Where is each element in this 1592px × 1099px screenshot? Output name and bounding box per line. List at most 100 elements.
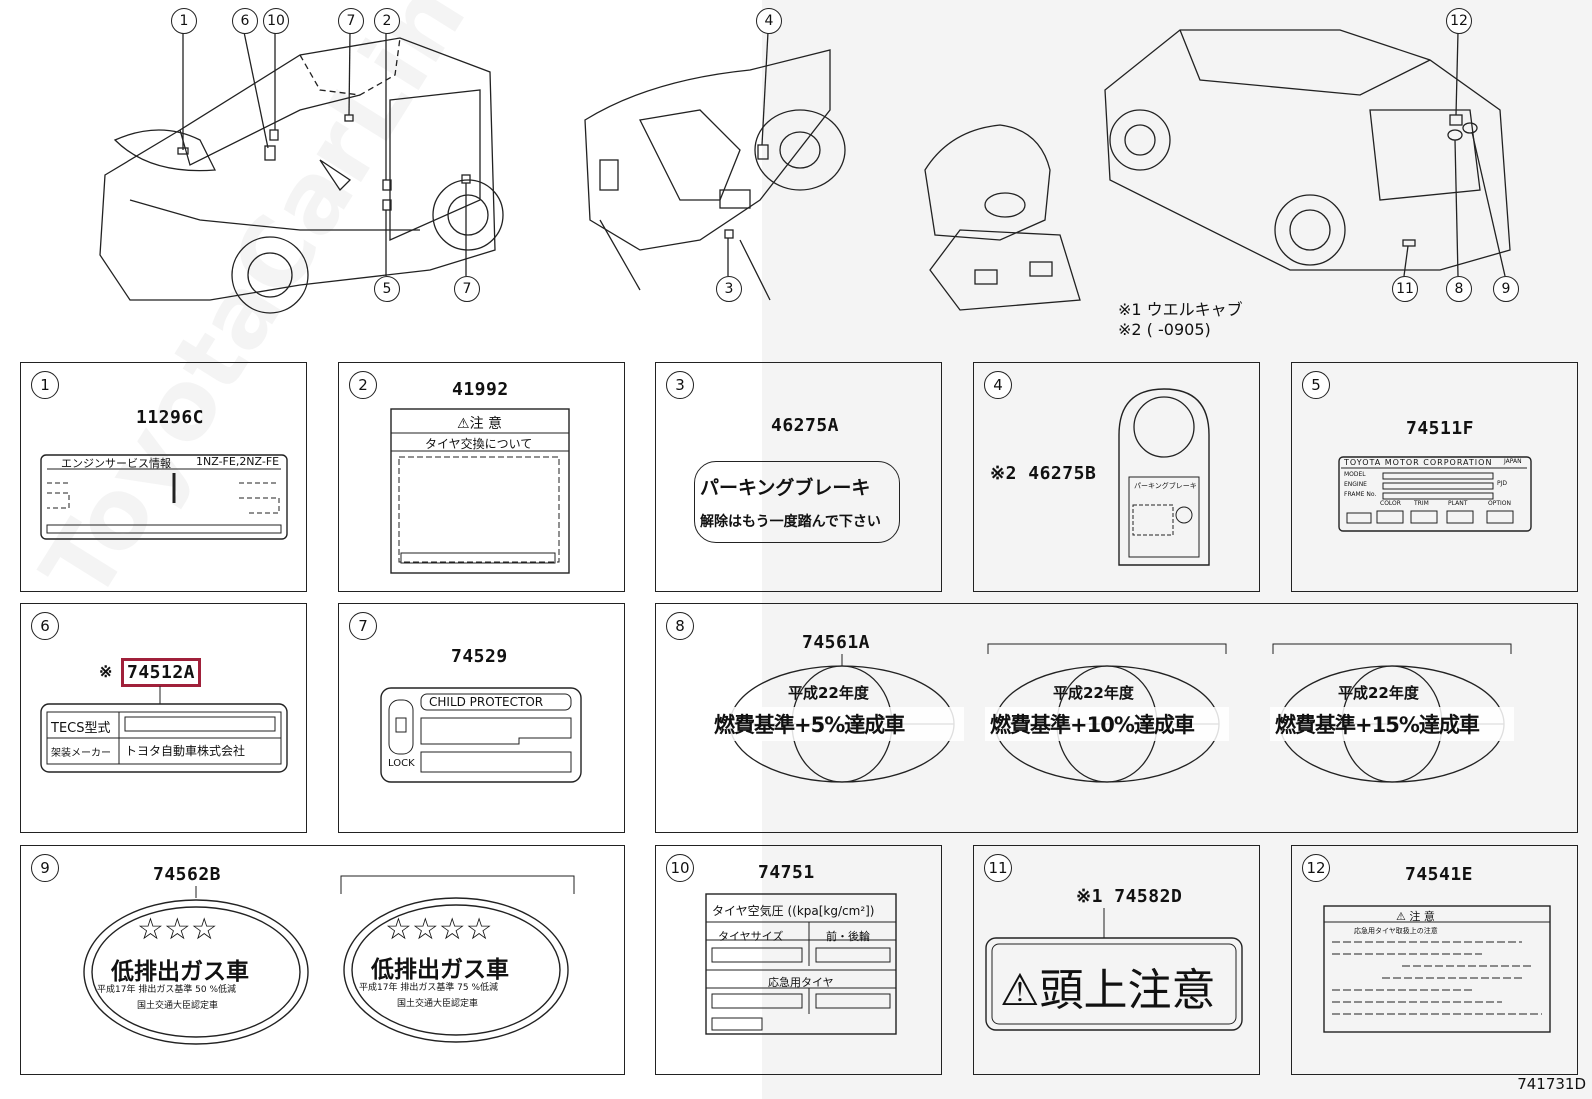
mark-symbol: ※ <box>99 662 113 681</box>
badge-1-standard: 平成17年 排出ガス基準 50 %低減 <box>97 985 237 995</box>
lock-text: LOCK <box>388 758 415 769</box>
panel-4[interactable]: 4 ※2 46275B パーキングブレーキ <box>973 362 1260 592</box>
panel-number: 12 <box>1302 854 1330 882</box>
badge-3-text: 燃費基準+15%達成車 <box>1275 713 1480 737</box>
part-number[interactable]: 74562B <box>153 864 222 885</box>
label-title: ⚠注 意 <box>457 416 503 432</box>
tecs-label: TECS型式 <box>51 721 111 736</box>
vehicle-illustrations <box>99 29 1511 314</box>
panel-number: 8 <box>666 612 694 640</box>
callout-2: 2 <box>374 8 400 34</box>
front-car-drawing <box>99 31 504 314</box>
front-rear-header: 前・後輪 <box>826 930 870 943</box>
option-text: OPTION <box>1488 500 1511 507</box>
part-number[interactable]: 74751 <box>758 862 815 883</box>
panel-number: 4 <box>984 371 1012 399</box>
tire-pressure-label-drawing <box>705 893 897 1035</box>
badge-2-year: 平成22年度 <box>1053 684 1134 702</box>
badge-1-text: 燃費基準+5%達成車 <box>714 713 905 737</box>
panel-3[interactable]: 3 46275A パーキングブレーキ 解除はもう一度踏んで下さい <box>655 362 942 592</box>
tire-size-header: タイヤサイズ <box>718 930 784 943</box>
panel-number: 11 <box>984 854 1012 882</box>
badge-2-title: 低排出ガス車 <box>371 957 509 983</box>
panel-6[interactable]: 6 ※ 74512A TECS型式 架装メーカー トヨタ自動車株式会社 <box>20 603 307 833</box>
panel-7[interactable]: 7 74529 CHILD PROTECTOR LOCK <box>338 603 625 833</box>
part-number[interactable]: 74511F <box>1406 418 1475 439</box>
part-number[interactable]: 11296C <box>136 407 205 428</box>
note-2: ※2 ( -0905) <box>1118 320 1211 339</box>
maker-value: トヨタ自動車株式会社 <box>125 744 246 758</box>
panel-number: 6 <box>31 612 59 640</box>
tecs-label-drawing <box>40 686 288 773</box>
panel-11[interactable]: 11 ※1 74582D ⚠頭上注意 <box>973 845 1260 1075</box>
panel-9[interactable]: 9 74562B ☆☆☆ 低排出ガス車 平成17年 排出ガス基準 50 %低減 … <box>20 845 625 1075</box>
part-number[interactable]: ※1 74582D <box>1076 886 1183 907</box>
label-text-2: 1NZ-FE,2NZ-FE <box>196 455 280 468</box>
callout-1: 1 <box>171 8 197 34</box>
parking-brake-label <box>694 461 900 543</box>
tire-pressure-title: タイヤ空気圧 ((kpa[kg/cm²]) <box>712 904 875 918</box>
frame-text: FRAME No. <box>1344 491 1377 498</box>
maker-text: TOYOTA MOTOR CORPORATION <box>1344 458 1493 467</box>
badge-2-certified: 国土交通大臣認定車 <box>397 999 479 1009</box>
pjd-text: PJD <box>1497 480 1508 487</box>
panel-number: 5 <box>1302 371 1330 399</box>
label-line-1: パーキングブレーキ <box>700 477 871 499</box>
label-text-1: エンジンサービス情報 <box>61 457 171 470</box>
panel-5[interactable]: 5 74511F TOYOTA MOTOR CORPORATION JAPAN … <box>1291 362 1578 592</box>
part-number[interactable]: ※2 46275B <box>990 463 1097 484</box>
callout-10: 10 <box>263 8 289 34</box>
trim-text: TRIM <box>1414 500 1429 507</box>
background-shade <box>762 0 1592 1099</box>
label-line-2: 解除はもう一度踏んで下さい <box>700 514 881 530</box>
caution-subtitle: 応急用タイヤ取扱上の注意 <box>1354 927 1438 935</box>
panel-number: 2 <box>349 371 377 399</box>
part-number[interactable]: 74541E <box>1405 864 1474 885</box>
panel-12[interactable]: 12 74541E ⚠ 注 意 応急用タイヤ取扱上の注意 <box>1291 845 1578 1075</box>
callout-5: 5 <box>374 276 400 302</box>
badge-1-title: 低排出ガス車 <box>111 959 249 985</box>
engine-text: ENGINE <box>1344 481 1367 488</box>
callout-12: 12 <box>1446 8 1472 34</box>
engine-label-drawing <box>40 454 288 540</box>
callout-7b: 7 <box>454 276 480 302</box>
panel-8[interactable]: 8 74561A 平成22年度 燃費基準+5%達成車 平成22年度 燃費基準+1… <box>655 603 1578 833</box>
low-emission-badges-drawing <box>83 875 575 1045</box>
country-text: JAPAN <box>1504 458 1522 465</box>
panel-1[interactable]: 1 11296C エンジンサービス情報 1NZ-FE,2NZ-FE <box>20 362 307 592</box>
callout-9: 9 <box>1493 276 1519 302</box>
part-number[interactable]: 74561A <box>802 632 871 653</box>
part-number[interactable]: 74529 <box>451 646 508 667</box>
seat-drawing <box>924 124 1081 311</box>
part-number[interactable]: 46275A <box>771 415 840 436</box>
badge-1-year: 平成22年度 <box>788 684 869 702</box>
stars-4: ☆☆☆☆ <box>385 912 493 947</box>
badge-3-year: 平成22年度 <box>1338 684 1419 702</box>
part-number-highlighted[interactable]: 74512A <box>120 658 202 687</box>
callout-6: 6 <box>232 8 258 34</box>
panel-10[interactable]: 10 74751 タイヤ空気圧 ((kpa[kg/cm²]) タイヤサイズ 前・… <box>655 845 942 1075</box>
head-caution-text: ⚠頭上注意 <box>1000 965 1216 1016</box>
child-protector-drawing <box>380 687 582 783</box>
stars-3: ☆☆☆ <box>137 912 218 947</box>
child-protector-text: CHILD PROTECTOR <box>429 695 544 709</box>
panel-number: 3 <box>666 371 694 399</box>
panel-2[interactable]: 2 41992 ⚠注 意 タイヤ交換について <box>338 362 625 592</box>
note-1: ※1 ウエルキャブ <box>1118 300 1243 319</box>
caution-title: ⚠ 注 意 <box>1396 910 1435 923</box>
badge-2-text: 燃費基準+10%達成車 <box>990 713 1195 737</box>
spare-tire-caution-drawing <box>1323 905 1551 1033</box>
callout-4: 4 <box>756 8 782 34</box>
callout-3: 3 <box>716 276 742 302</box>
tag-text: パーキングブレーキ <box>1134 482 1197 490</box>
diagram-code: 741731D <box>1517 1075 1586 1093</box>
panel-number: 9 <box>31 854 59 882</box>
model-text: MODEL <box>1344 471 1366 478</box>
rear-car-drawing <box>1104 29 1511 277</box>
head-caution-label-drawing <box>985 908 1243 1031</box>
vin-plate-drawing <box>1338 456 1532 532</box>
part-number[interactable]: 41992 <box>452 379 509 400</box>
panel-number: 10 <box>666 854 694 882</box>
hanger-tag-drawing <box>1118 388 1210 566</box>
callout-11: 11 <box>1392 276 1418 302</box>
